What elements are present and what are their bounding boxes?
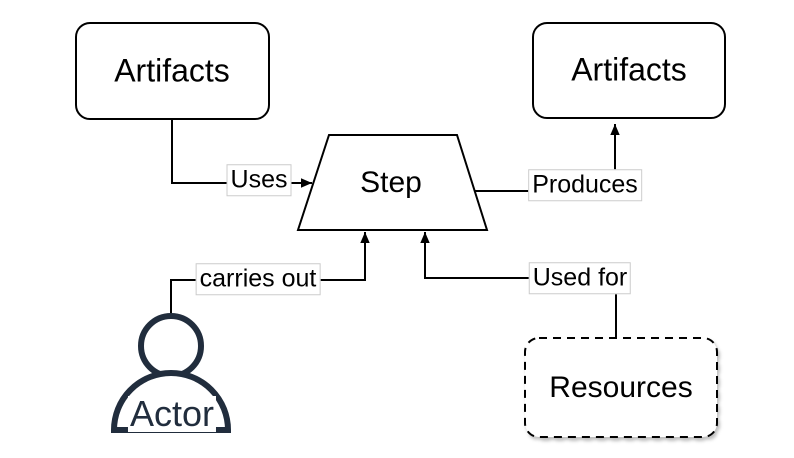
actor-head — [138, 313, 204, 379]
artifacts-left-label: Artifacts — [114, 52, 230, 89]
step-trapezoid — [296, 134, 489, 231]
edge-produces-label: Produces — [528, 169, 642, 201]
resources-label: Resources — [549, 371, 693, 404]
actor-label: Actor — [127, 393, 217, 434]
artifacts-right-box — [532, 22, 726, 119]
step-label: Step — [360, 166, 422, 199]
edge-used-for-line — [420, 232, 617, 338]
edge-used-for-label: Used for — [528, 262, 632, 294]
artifacts-left-box — [75, 22, 270, 120]
edge-uses-label: Uses — [226, 164, 292, 196]
artifacts-right-label: Artifacts — [571, 51, 687, 88]
edge-carries-out-label: carries out — [195, 263, 321, 295]
resources-box — [524, 337, 718, 438]
